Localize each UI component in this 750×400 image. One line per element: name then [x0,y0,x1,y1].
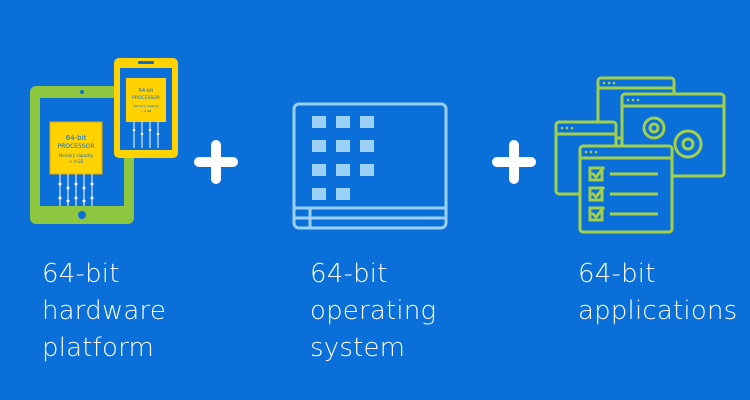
chip-main-line-3: Memory capacity [59,153,94,158]
operating-system-icon [290,100,450,232]
chip-small-line-4: > 4 GB [141,109,152,113]
hardware-platform-caption: 64-bit hardware platform [42,256,166,367]
operating-system-caption: 64-bit operating system [310,256,436,367]
caption-line: platform [42,333,155,363]
application-windows-gears-checklist-icon [554,76,726,234]
plus-icon [192,138,240,186]
caption-line: 64-bit [42,259,120,289]
caption-line: applications [578,296,738,326]
chip-small-line-1: 64-bit [139,88,154,94]
chip-small-line-2: PROCESSOR [132,95,160,101]
caption-line: 64-bit [310,259,388,289]
applications-icon [552,72,732,238]
operating-system-window-icon [292,102,448,230]
applications-caption: 64-bit applications [578,256,737,330]
tablet-phone-processor-icon: 64-bit PROCESSOR Memory capacity > 4 GB … [30,58,178,224]
plus-icon [490,138,538,186]
caption-line: hardware [42,296,167,326]
caption-line: system [310,333,406,363]
chip-main-line-1: 64-bit [66,134,87,142]
chip-small-line-3: Memory capacity [133,104,159,108]
chip-main-line-4: > 4 GB [69,159,84,164]
hardware-platform-icon: 64-bit PROCESSOR Memory capacity > 4 GB … [28,56,188,226]
caption-line: operating [310,296,437,326]
chip-main-line-2: PROCESSOR [58,143,95,150]
caption-line: 64-bit [578,259,656,289]
